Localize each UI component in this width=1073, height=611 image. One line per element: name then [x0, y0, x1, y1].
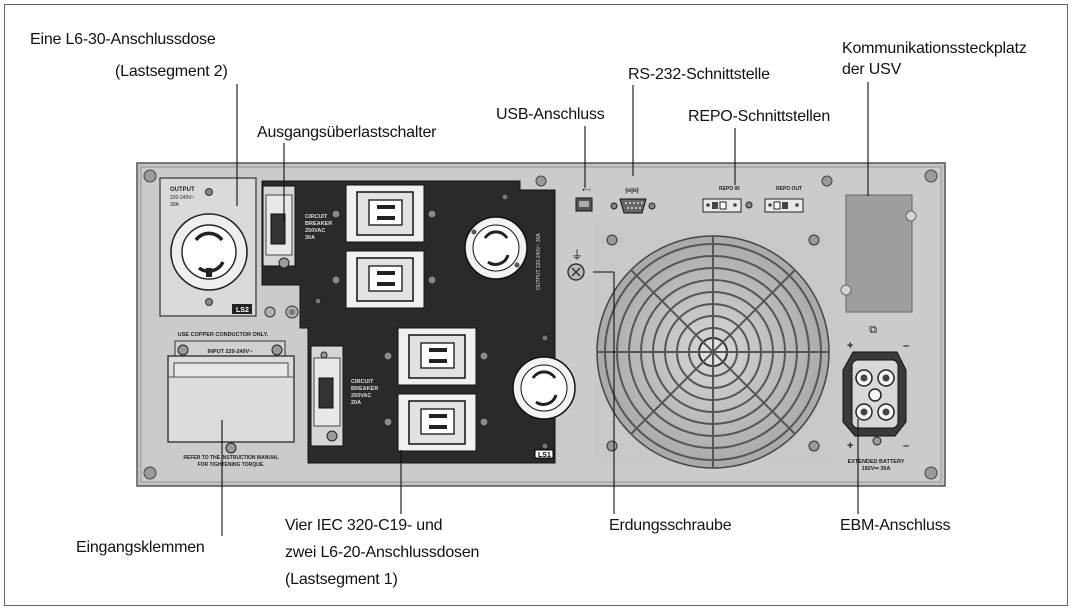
callout-ground-screw: Erdungsschraube	[609, 517, 732, 534]
output-label: OUTPUT	[170, 187, 195, 193]
usb-icon: ⭠◦	[582, 185, 591, 194]
cb-top-text-2: BREAKER	[305, 221, 332, 227]
callout-comm-bay-line1: Kommunikationssteckplatz	[842, 40, 1027, 57]
ground-symbol-icon: ⏚	[571, 248, 583, 262]
ebm-minus-top: –	[903, 340, 909, 352]
ebm-minus-bottom: –	[903, 440, 909, 452]
callout-l6-30-outlet-line1: Eine L6-30-Anschlussdose	[30, 31, 216, 48]
callout-outlets-line1: Vier IEC 320-C19- und	[285, 517, 443, 534]
ebm-plus-bottom: +	[847, 440, 853, 452]
refer-text-1: REFER TO THE INSTRUCTION MANUAL	[183, 455, 278, 461]
ebm-connector: ⧉ + – + – EXTENDED BATTERY 192V⎓ 30A	[842, 324, 909, 472]
callout-outlets-line2: zwei L6-20-Anschlussdosen	[285, 544, 480, 561]
repo-in-label: REPO IN	[719, 186, 740, 192]
repo-out-label: REPO OUT	[776, 186, 802, 192]
rs232-port: |o|o|	[610, 187, 656, 214]
copper-note: USE COPPER CONDUCTOR ONLY.	[178, 332, 269, 338]
cb-top-text-3: 250VAC	[305, 228, 325, 234]
callout-repo-ports: REPO-Schnittstellen	[688, 108, 831, 125]
output-vertical-label: OUTPUT 220-240V~ 30A	[536, 233, 542, 290]
c19-outlet-3	[383, 327, 489, 386]
callout-comm-bay-line2: der USV	[842, 61, 902, 78]
callout-input-terminals: Eingangsklemmen	[76, 539, 205, 556]
l6-20-outlet-2	[512, 356, 576, 420]
grounding-studs	[264, 305, 299, 319]
callout-rs232-port: RS-232-Schnittstelle	[628, 66, 770, 83]
l6-30-outlet-plate: OUTPUT 220-240V~ 30A LS2	[159, 177, 257, 317]
callout-outlets-line3: (Lastsegment 1)	[285, 571, 398, 588]
cb-top-text-4: 30A	[305, 235, 315, 241]
l6-20-outlet-1: OUTPUT 220-240V~ 30A	[464, 216, 542, 290]
corner-screws	[143, 169, 938, 480]
ext-battery-label-1: EXTENDED BATTERY	[848, 459, 905, 465]
input-label: INPUT 220-240V~	[207, 349, 252, 355]
output-amps-label: 30A	[170, 202, 180, 208]
usb-port: ⭠◦	[575, 185, 593, 212]
ls1-badge: LS1	[538, 452, 551, 459]
top-circuit-breaker: CIRCUIT BREAKER 250VAC 30A	[262, 185, 332, 269]
cb-top-text-1: CIRCUIT	[305, 214, 328, 220]
callout-l6-30-outlet-line2: (Lastsegment 2)	[115, 63, 228, 80]
ext-battery-label-2: 192V⎓ 30A	[862, 466, 891, 472]
leader-lines	[221, 82, 869, 536]
callout-usb-port: USB-Anschluss	[496, 106, 605, 123]
cb-bot-text-2: BREAKER	[351, 386, 378, 392]
repo-out-port: REPO OUT	[764, 186, 804, 213]
c19-outlet-2	[331, 250, 437, 309]
callout-ebm-connector: EBM-Anschluss	[840, 517, 951, 534]
rs232-symbol: |o|o|	[625, 187, 639, 194]
cb-bot-text-3: 250VAC	[351, 393, 371, 399]
callout-overload-breaker: Ausgangsüberlastschalter	[257, 124, 437, 141]
input-terminal-block: USE COPPER CONDUCTOR ONLY. INPUT 220-240…	[167, 332, 295, 468]
refer-text-2: FOR TIGHTENING TORQUE.	[198, 462, 265, 468]
ebm-plus-top: +	[847, 340, 853, 352]
output-voltage-label: 220-240V~	[170, 195, 195, 201]
c19-outlet-1	[331, 184, 437, 243]
cb-bot-text-1: CIRCUIT	[351, 379, 374, 385]
ground-screw: ⏚	[567, 248, 585, 281]
cb-bot-text-4: 20A	[351, 400, 361, 406]
figure-frame	[4, 4, 1068, 606]
bottom-circuit-breaker: CIRCUIT BREAKER 250VAC 20A	[310, 345, 378, 447]
cooling-fan	[594, 224, 832, 469]
communication-bay	[840, 194, 917, 313]
network-icon: ⧉	[869, 324, 877, 336]
repo-in-port: REPO IN	[702, 186, 753, 213]
ls2-badge: LS2	[236, 307, 249, 314]
c19-outlet-4	[383, 393, 489, 452]
